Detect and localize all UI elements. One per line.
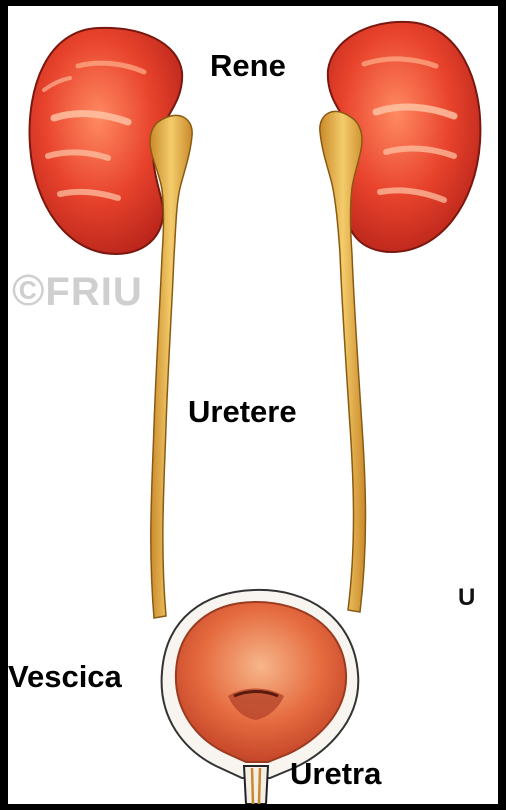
copyright-watermark: ©FRIU <box>12 266 143 316</box>
label-bladder: Vescica <box>8 661 122 692</box>
diagram-panel: ©FRIU Rene Uretere Vescica Uretra U <box>8 6 498 804</box>
label-kidney: Rene <box>210 50 286 81</box>
label-urethra: Uretra <box>290 758 381 789</box>
urethra <box>244 766 268 804</box>
bladder <box>162 590 359 778</box>
label-ureter: Uretere <box>188 396 297 427</box>
cut-off-letter: U <box>458 584 475 612</box>
